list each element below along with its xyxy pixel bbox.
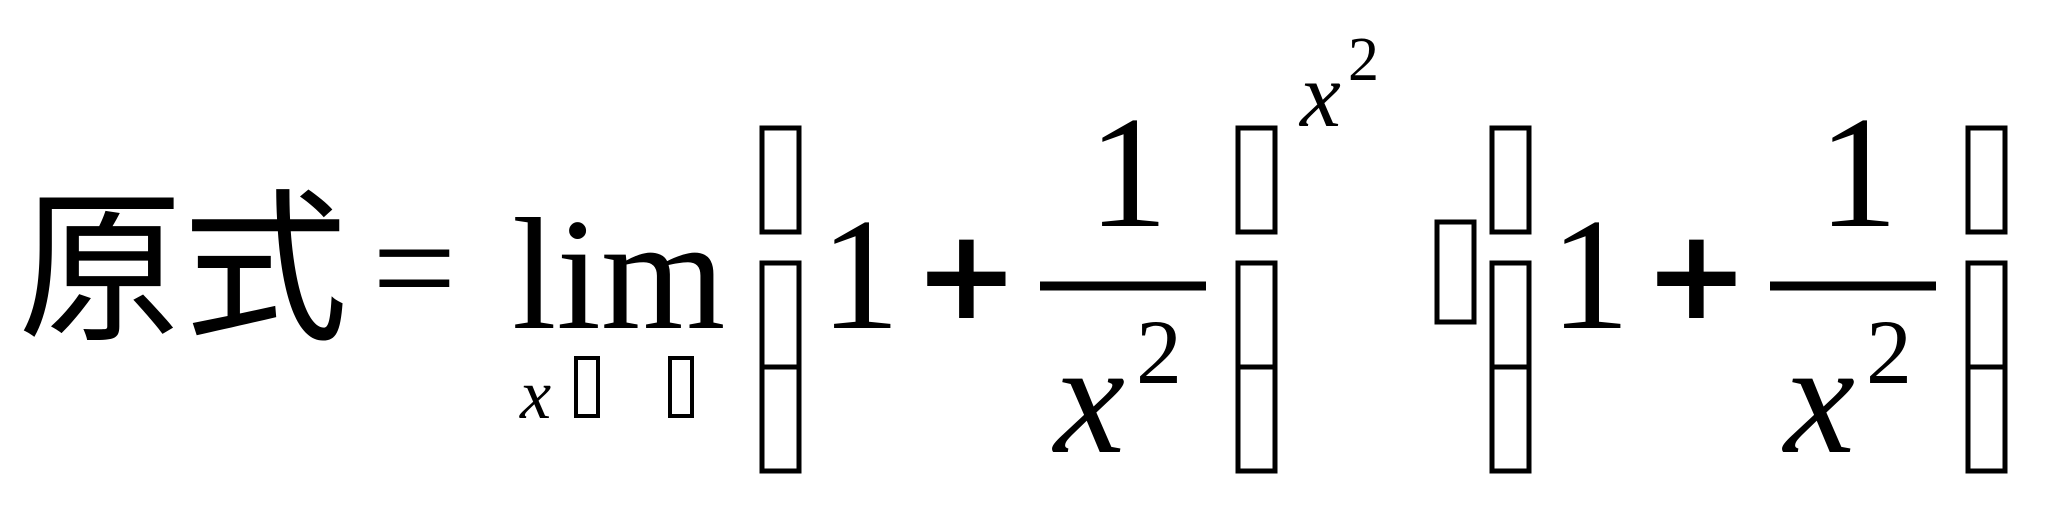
term1-denominator-exp: 2 bbox=[1136, 301, 1182, 403]
term1-one: 1 bbox=[820, 185, 900, 363]
term2-denominator-var: x bbox=[1782, 309, 1855, 487]
lim-infinity-glyph bbox=[668, 356, 694, 418]
lim-operator: lim bbox=[512, 185, 725, 363]
lim-variable: x bbox=[519, 357, 551, 434]
term1-left-bracket bbox=[759, 125, 802, 474]
outer-exponent-var: x bbox=[1298, 44, 1341, 146]
term2-denominator-exp: 2 bbox=[1866, 301, 1912, 403]
term2-one: 1 bbox=[1550, 185, 1630, 363]
term2-left-bracket bbox=[1489, 125, 1532, 474]
lim-arrow-glyph bbox=[574, 356, 600, 418]
term2-numerator: 1 bbox=[1818, 83, 1898, 261]
term2-plus: + bbox=[1644, 203, 1749, 348]
outer-exponent-exp: 2 bbox=[1348, 26, 1379, 94]
term1-numerator: 1 bbox=[1088, 83, 1168, 261]
relation-glyph bbox=[1434, 219, 1477, 325]
term1-right-bracket bbox=[1235, 125, 1278, 474]
term1-plus: + bbox=[914, 203, 1019, 348]
lhs-label: 原式 bbox=[18, 174, 348, 366]
term2-right-bracket bbox=[1965, 125, 2008, 474]
term1-denominator-var: x bbox=[1052, 309, 1125, 487]
equals-sign: = bbox=[372, 185, 457, 351]
